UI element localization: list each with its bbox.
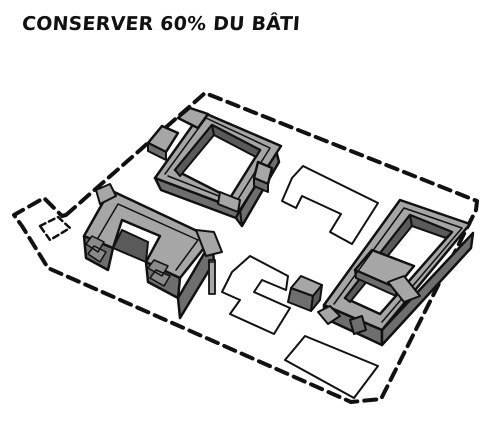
chimney-stack xyxy=(208,259,216,295)
site-boundary-dashed xyxy=(12,91,479,404)
small-grey-block xyxy=(287,275,323,312)
kept-building-courtyard-right xyxy=(317,198,475,347)
kept-building-courtyard-top xyxy=(146,106,283,228)
annex-dashed-outline xyxy=(38,215,72,242)
kept-building-u-shape-left xyxy=(82,183,223,320)
demolished-footprint-center-top xyxy=(281,165,379,245)
demolished-footprint-bottom xyxy=(284,335,379,399)
demolished-footprint-center xyxy=(221,255,291,335)
